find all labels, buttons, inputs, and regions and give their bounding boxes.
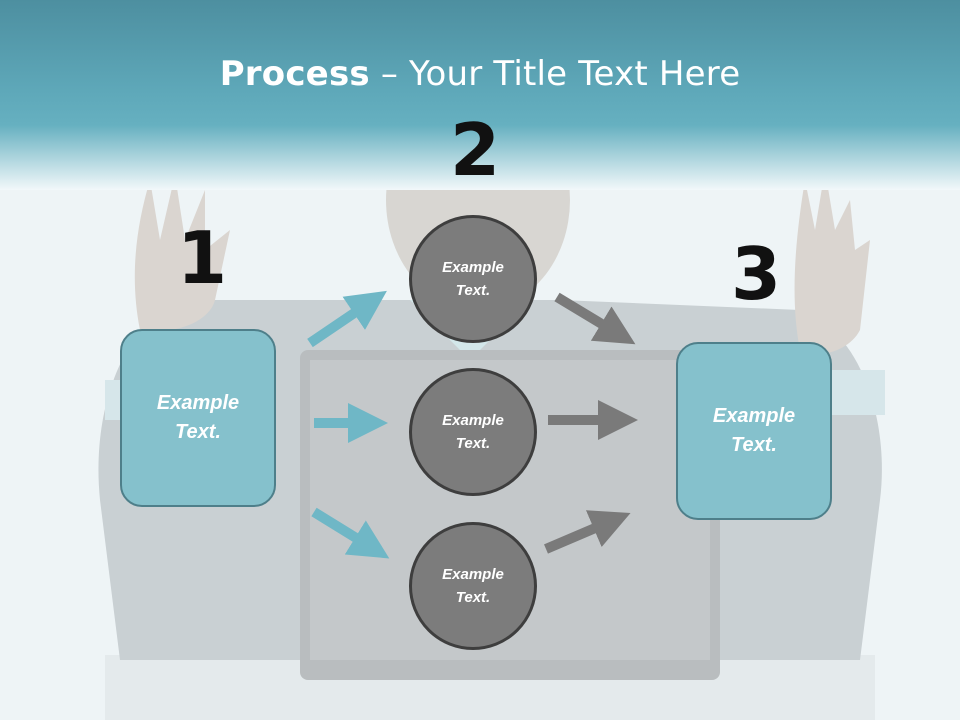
step-2-circle-middle[interactable]: Example Text. <box>409 368 537 496</box>
circle-middle-label: Example Text. <box>442 412 504 452</box>
circle-bottom-label: Example Text. <box>442 566 504 606</box>
step-number-3: 3 <box>731 232 782 316</box>
step-1-label: Example Text. <box>156 392 240 443</box>
step-3-label: Example Text. <box>712 405 796 456</box>
step-2-circle-bottom[interactable]: Example Text. <box>409 522 537 650</box>
step-number-2: 2 <box>450 108 501 192</box>
title-rest: – Your Title Text Here <box>369 54 741 94</box>
step-1-box[interactable]: Example Text. <box>120 329 276 507</box>
step-3-box[interactable]: Example Text. <box>676 342 832 520</box>
step-2-circle-top[interactable]: Example Text. <box>409 215 537 343</box>
header-band <box>0 0 960 190</box>
slide-title: Process – Your Title Text Here <box>0 54 960 94</box>
title-bold: Process <box>219 54 370 94</box>
step-number-1: 1 <box>177 216 228 300</box>
circle-top-label: Example Text. <box>442 259 504 299</box>
